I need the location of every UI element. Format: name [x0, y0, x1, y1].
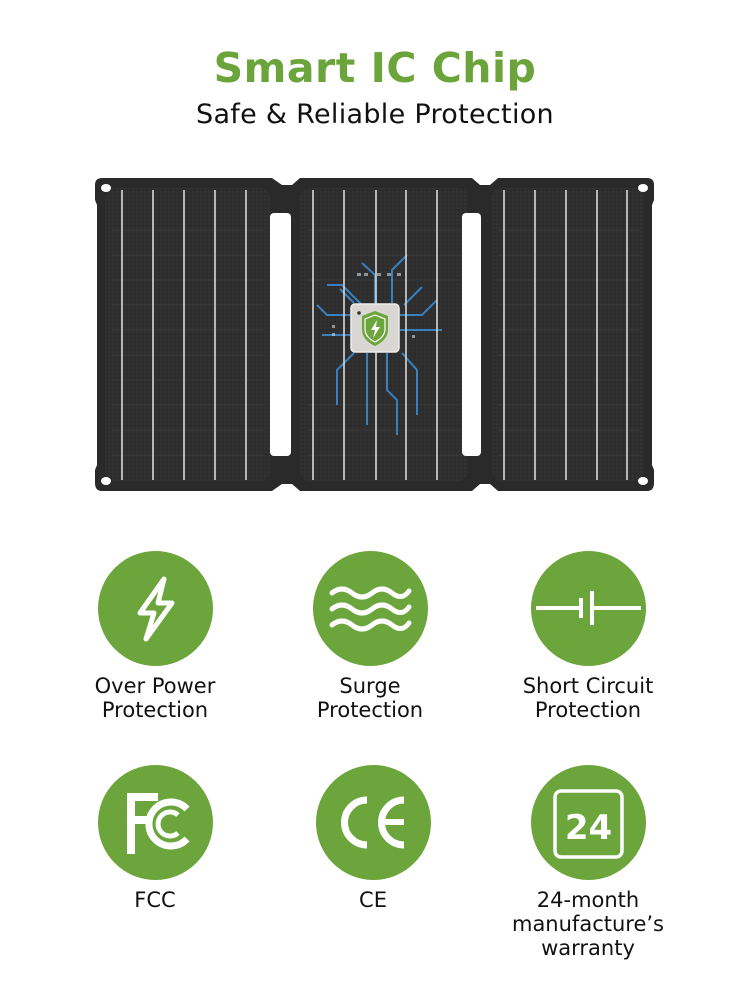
feature-label-line: manufacture’s	[511, 912, 664, 936]
shield-lightning-chip-icon	[350, 303, 400, 353]
feature-warranty: 24 24-month manufacture’s warranty	[478, 765, 698, 960]
calendar-24-icon: 24	[530, 765, 646, 880]
page-title: Smart IC Chip	[213, 44, 537, 92]
feature-label-line: 24-month	[536, 888, 640, 912]
feature-ce: CE	[263, 765, 483, 912]
lightning-bolt-icon	[97, 551, 213, 666]
ce-logo-icon	[315, 765, 431, 880]
feature-label-line: Over Power	[94, 674, 216, 698]
feature-label-line: FCC	[134, 888, 176, 912]
feature-label-line: CE	[359, 888, 387, 912]
feature-label-line: Short Circuit	[522, 674, 654, 698]
feature-label-line: Protection	[316, 698, 424, 722]
feature-label-line: Surge	[339, 674, 401, 698]
feature-over-power-protection: Over Power Protection	[45, 551, 265, 722]
feature-fcc: FCC	[45, 765, 265, 912]
page-subtitle: Safe & Reliable Protection	[196, 99, 554, 130]
solar-panel-image	[92, 175, 657, 495]
capacitor-icon	[530, 551, 646, 666]
feature-label-line: warranty	[541, 936, 635, 960]
feature-short-circuit-protection: Short Circuit Protection	[478, 551, 698, 722]
waves-icon	[312, 551, 428, 666]
warranty-badge-text: 24	[564, 808, 611, 848]
feature-surge-protection: Surge Protection	[260, 551, 480, 722]
fcc-logo-icon	[97, 765, 213, 880]
feature-label-line: Protection	[534, 698, 642, 722]
feature-label-line: Protection	[101, 698, 209, 722]
